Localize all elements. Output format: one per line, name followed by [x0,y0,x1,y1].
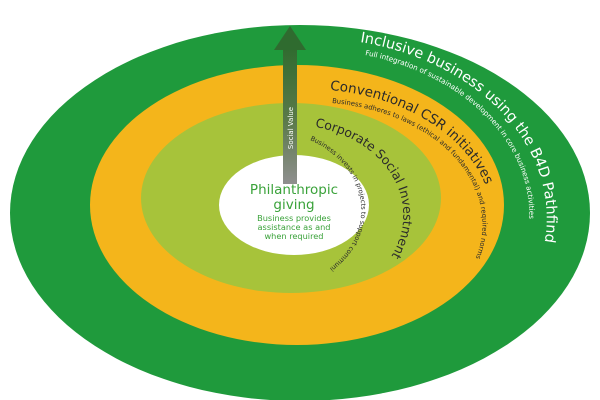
arrow-top-label: High [278,15,301,25]
core-title-line1: Philanthropic [250,182,338,198]
social-value-arrow-head [274,26,306,50]
core-desc-line2: assistance as and [258,222,331,232]
core-desc-line3: when required [264,231,323,241]
core-title-line2: giving [273,197,314,213]
core-desc-line1: Business provides [257,213,331,223]
arrow-axis-label: Social Value [287,107,295,149]
social-value-arrow-shaft [283,44,297,184]
core-circle [219,155,369,255]
